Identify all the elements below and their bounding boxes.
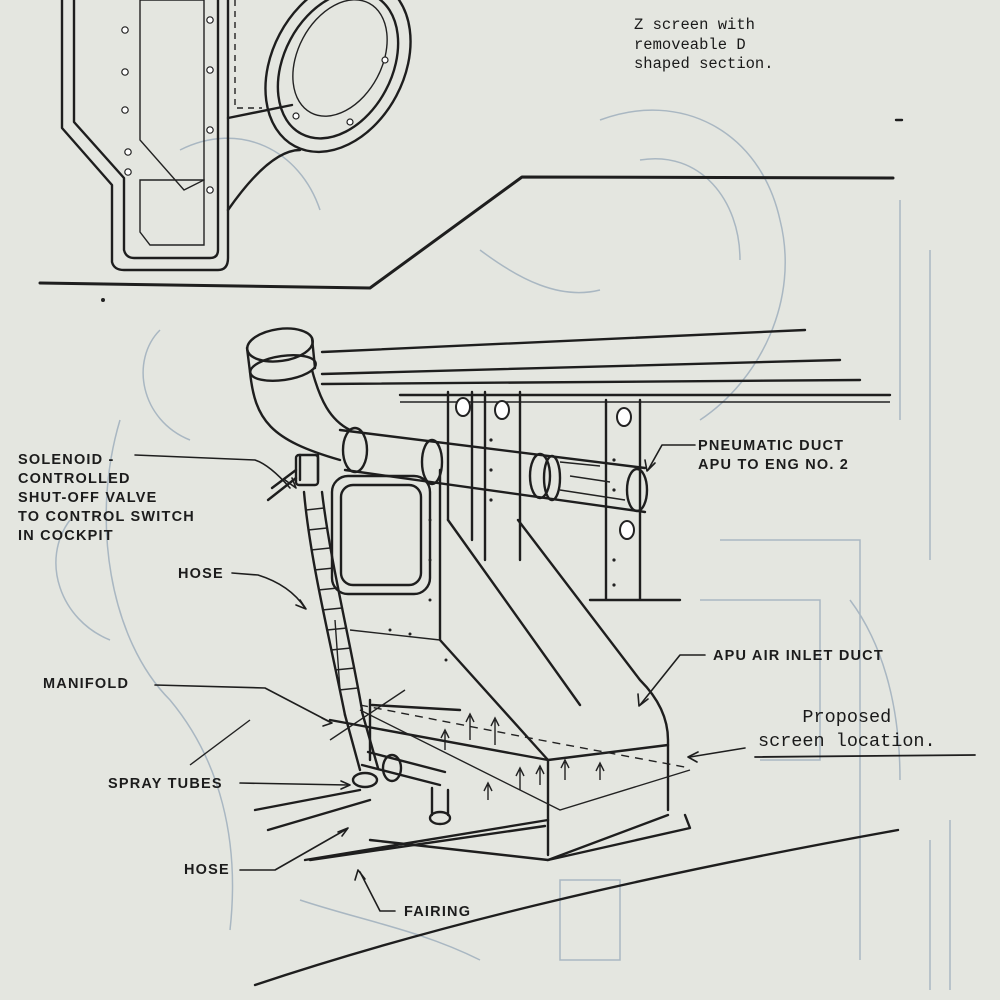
proposed-screen-caption: Proposed screen location. — [758, 707, 936, 752]
leader-lines — [134, 444, 746, 912]
label-fairing: FAIRING — [404, 904, 472, 920]
label-solenoid-valve: SOLENOID - CONTROLLED SHUT-OFF VALVE TO … — [18, 452, 195, 544]
show-through-ghost-lines — [55, 109, 951, 990]
z-screen-caption: Z screen with removeable D shaped sectio… — [634, 16, 774, 73]
label-apu-air-inlet-duct: APU AIR INLET DUCT — [713, 648, 884, 664]
section-break-line — [38, 175, 895, 290]
z-screen-illustration — [60, 0, 412, 272]
mark-dot — [101, 298, 105, 302]
label-hose-lower: HOSE — [184, 862, 230, 878]
proposed-underline — [754, 754, 976, 758]
label-hose-upper: HOSE — [178, 566, 224, 582]
label-spray-tubes: SPRAY TUBES — [108, 776, 223, 792]
apu-installation-drawing — [189, 327, 900, 987]
label-manifold: MANIFOLD — [43, 676, 130, 692]
label-pneumatic-duct: PNEUMATIC DUCT APU TO ENG NO. 2 — [698, 438, 850, 473]
